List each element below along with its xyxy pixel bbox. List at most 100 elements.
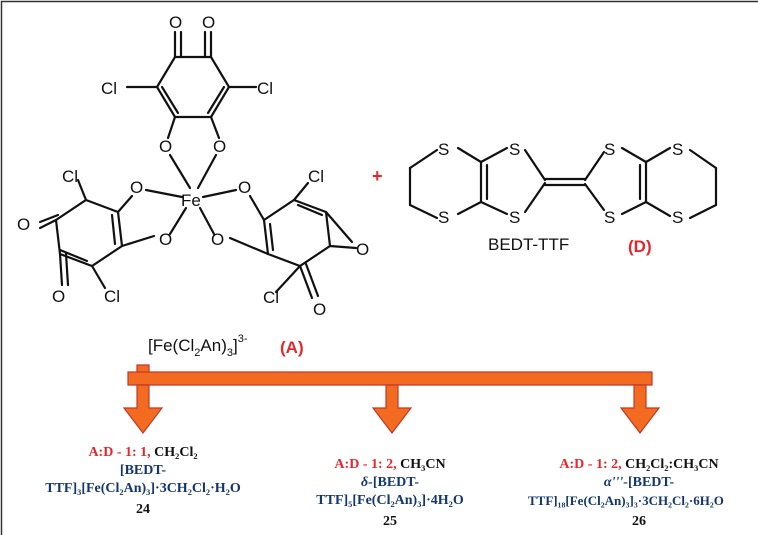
product-25-number: 25 xyxy=(383,514,397,529)
fe-o-top-2 xyxy=(196,153,218,190)
atom-o-fe-top-1: O xyxy=(159,137,172,156)
atom-labels-donor: S S S S S S S S xyxy=(438,140,683,227)
bedt-ttf-structure xyxy=(408,146,718,220)
arrow-to-product-25 xyxy=(371,384,413,434)
d-bond-18 xyxy=(688,148,718,170)
d-bond-16 xyxy=(644,146,672,164)
top-oc-bond-1 xyxy=(166,115,177,140)
reaction-arrows xyxy=(122,364,661,434)
left-oc-2 xyxy=(120,234,156,248)
d-bond-12 xyxy=(583,182,606,212)
product-26-number: 26 xyxy=(632,514,646,529)
d-bond-5 xyxy=(456,200,483,216)
d-bond-7 xyxy=(479,146,509,164)
right-co-2 xyxy=(298,264,314,300)
right-ring-double-2 xyxy=(296,203,324,217)
right-oc-1 xyxy=(248,194,266,222)
product-26-conditions: A:D - 1: 2, CH₂Cl₂:CH₃CN xyxy=(559,457,719,472)
atom-o-right-bottom: O xyxy=(313,300,326,319)
d-bond-11 xyxy=(583,150,606,182)
product-26-formula-line2: α'''-[BEDT- xyxy=(603,475,675,490)
product-25-formula-line3: TTF]₅[Fe(Cl₂An)₃]·4H₂O xyxy=(316,493,464,508)
arrow-bar xyxy=(127,371,653,386)
left-co-1 xyxy=(38,218,58,230)
left-ccl-1 xyxy=(76,178,88,202)
left-co-2b xyxy=(64,252,70,287)
top-ring-double xyxy=(160,85,180,115)
right-ccl-1 xyxy=(292,181,310,202)
product-24-formula-line3: TTF]₃[Fe(Cl₂An)₃]·3CH₂Cl₂·H₂O xyxy=(45,481,241,496)
fe-o-left-1 xyxy=(144,188,184,199)
arrow-to-product-24 xyxy=(122,384,164,434)
plus-sign: + xyxy=(372,166,383,186)
atom-labels-complex: O O Cl Cl O O Fe O O O O Cl O O Cl Cl O … xyxy=(17,13,369,319)
d-bond-8 xyxy=(479,200,509,216)
atom-s-1: S xyxy=(438,140,449,159)
top-ring-double-2 xyxy=(206,85,226,115)
left-ring-double xyxy=(110,213,117,246)
top-ring xyxy=(155,55,231,119)
atom-s-2: S xyxy=(509,140,520,159)
arrow-to-product-26 xyxy=(619,384,661,434)
top-oc-bond-2 xyxy=(209,115,221,140)
d-bond-9 xyxy=(523,148,547,182)
donor-name: BEDT-TTF xyxy=(488,235,569,254)
fe-o-right-1 xyxy=(201,188,238,199)
atom-cl-top-left: Cl xyxy=(101,79,117,98)
atom-s-5: S xyxy=(604,140,615,159)
left-ccl-2 xyxy=(90,264,107,290)
d-bond-17 xyxy=(644,200,672,218)
right-ccl-2 xyxy=(274,264,302,294)
product-25-conditions: A:D - 1: 2, CH₃CN xyxy=(334,457,446,472)
d-bond-13 xyxy=(620,146,648,164)
right-co-1 xyxy=(324,210,354,244)
atom-cl-left-bottom: Cl xyxy=(104,287,120,306)
atom-cl-left-top: Cl xyxy=(62,167,78,186)
atom-s-6: S xyxy=(672,140,683,159)
right-ring-double xyxy=(268,222,275,252)
complex-label: [Fe(Cl2An)3]3- xyxy=(148,333,248,359)
right-co-1b xyxy=(328,244,358,250)
atom-s-4: S xyxy=(509,208,520,227)
atom-s-7: S xyxy=(604,208,615,227)
fe-o-left-2 xyxy=(168,206,188,236)
atom-o-left: O xyxy=(17,215,30,234)
product-24-ratio-prefix: A:D xyxy=(88,445,114,460)
atom-o-fe-right-2: O xyxy=(211,230,224,249)
left-co-2 xyxy=(58,252,64,287)
d-bond-14 xyxy=(620,200,648,216)
atom-o-top-2: O xyxy=(202,13,215,32)
product-24-solvent: CH₂Cl₂ xyxy=(150,445,198,460)
atom-cl-top-right: Cl xyxy=(257,79,273,98)
atom-cl-right-bottom: Cl xyxy=(263,288,279,307)
product-24-formula-line2: [BEDT- xyxy=(119,463,167,478)
d-bond-3 xyxy=(408,203,439,220)
product-25: A:D - 1: 2, CH₃CN δ-[BEDT- TTF]₅[Fe(Cl₂A… xyxy=(290,456,490,531)
product-24-conditions: A:D - 1: 1, CH₂Cl₂ xyxy=(28,444,258,462)
fe-o-top-1 xyxy=(168,153,192,190)
left-co-1b xyxy=(38,213,60,224)
product-24-ratio: - 1: 1, xyxy=(113,445,151,460)
atom-o-fe-left-1: O xyxy=(130,178,143,197)
complex-tag: (A) xyxy=(280,338,304,357)
atom-o-right: O xyxy=(356,240,369,259)
atom-s-3: S xyxy=(438,208,449,227)
left-oc-1 xyxy=(116,194,134,214)
left-ring-double-2 xyxy=(58,248,89,263)
atom-o-fe-top-2: O xyxy=(213,137,226,156)
atom-fe: Fe xyxy=(181,191,201,210)
atom-o-top-1: O xyxy=(169,13,182,32)
fe-complex-structure xyxy=(38,30,358,300)
atom-s-8: S xyxy=(672,208,683,227)
d-bond-1 xyxy=(408,148,439,170)
product-26: A:D - 1: 2, CH₂Cl₂:CH₃CN α'''-[BEDT- TTF… xyxy=(520,456,758,531)
d-bond-10 xyxy=(523,181,547,214)
product-24-number: 24 xyxy=(136,502,150,517)
d-bond-20 xyxy=(688,203,718,220)
atom-cl-right-top: Cl xyxy=(308,167,324,186)
d-bond-4 xyxy=(456,146,483,164)
product-26-formula-line3: TTF]₁₈[Fe(Cl₂An)₃]₃·3CH₂Cl₂·6H₂O xyxy=(528,493,724,508)
